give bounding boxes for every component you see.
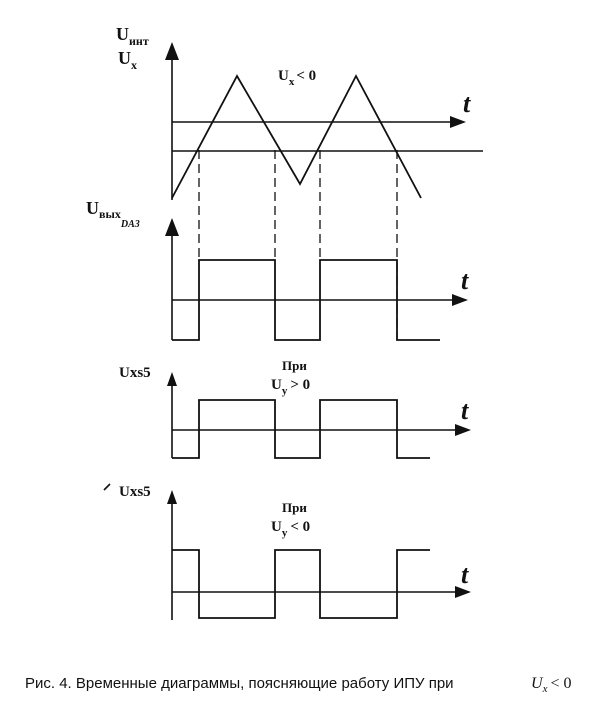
- condition-uy-negative: Uy< 0: [271, 519, 310, 539]
- panel-da3-output: UвыхDA3 t: [86, 198, 469, 341]
- integrator-triangle-wave: [171, 74, 422, 199]
- t-label-4: t: [461, 560, 469, 589]
- condition-ux-negative: Ux< 0: [278, 68, 316, 88]
- y-label-ux: Ux: [118, 48, 137, 72]
- t-label-3: t: [461, 396, 469, 425]
- stray-mark: [103, 483, 111, 491]
- y-label-uxs5-4: Uxs5: [119, 484, 151, 500]
- t-label-1: t: [463, 89, 471, 118]
- note-pri-4: При: [282, 500, 307, 515]
- figure-caption: Рис. 4. Временные диаграммы, поясняющие …: [25, 675, 571, 695]
- y-label-uint: Uинт: [116, 24, 149, 48]
- y-label-uxs5-3: Uxs5: [119, 365, 151, 381]
- y-axis-3-arrow: [167, 372, 177, 386]
- uxs5-negative-square-wave: [172, 549, 430, 619]
- panel-uxs5-positive: Uxs5 При Uy> 0 t: [119, 358, 471, 459]
- t-axis-1-arrow: [450, 116, 466, 128]
- projection-lines: [198, 150, 398, 340]
- t-axis-3-arrow: [455, 424, 471, 436]
- t-label-2: t: [461, 266, 469, 295]
- y-axis-2-arrow: [165, 218, 179, 236]
- condition-uy-positive: Uy> 0: [271, 377, 310, 397]
- caption-variable: Ux< 0: [531, 675, 571, 695]
- y-axis-4-arrow: [167, 490, 177, 504]
- y-label-uout-da3: UвыхDA3: [86, 198, 140, 230]
- t-axis-2-arrow: [452, 294, 468, 306]
- panel-uxs5-negative: Uxs5 При Uy< 0 t: [103, 483, 471, 620]
- da3-square-wave: [172, 259, 440, 341]
- panel-integrator: Uинт Ux Ux< 0 t: [116, 24, 483, 200]
- y-axis-1-arrow: [165, 42, 179, 60]
- t-axis-4-arrow: [455, 586, 471, 598]
- note-pri-3: При: [282, 358, 307, 373]
- caption-text: Рис. 4. Временные диаграммы, поясняющие …: [25, 675, 454, 692]
- uxs5-positive-square-wave: [172, 399, 430, 459]
